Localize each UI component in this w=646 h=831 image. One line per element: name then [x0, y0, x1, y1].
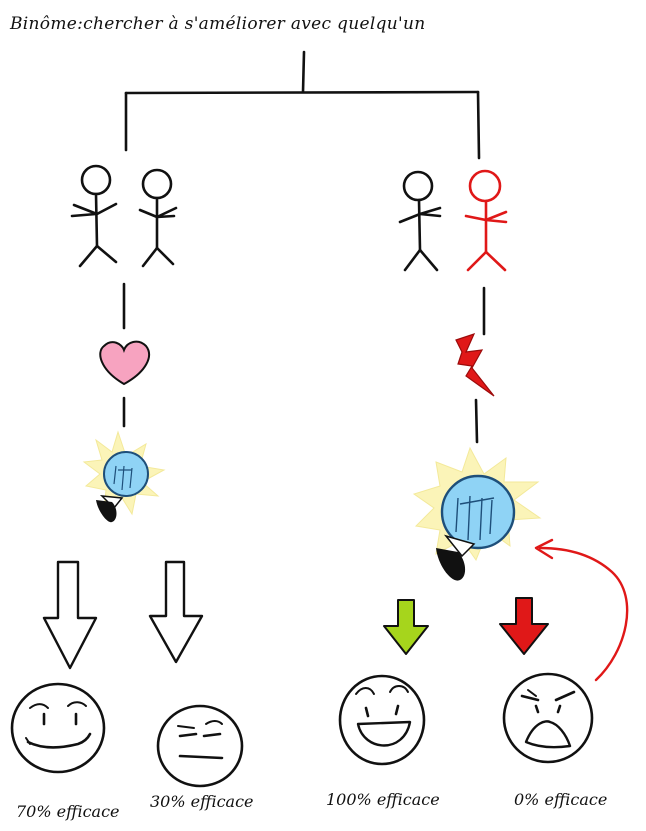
- outcome-label-30: 30% efficace: [150, 792, 254, 811]
- feedback-arrow: [534, 538, 629, 682]
- lightbulb-small-icon: [82, 430, 166, 523]
- stick-figure-right-1: [398, 170, 442, 272]
- outcome-label-70: 70% efficace: [16, 802, 120, 821]
- face-laughing: [338, 674, 426, 766]
- down-arrow-0: [499, 597, 549, 655]
- stick-figure-right-2-red: [464, 169, 508, 272]
- diagram-title: Binôme:chercher à s'améliorer avec quelq…: [10, 14, 426, 34]
- down-arrow-100: [383, 599, 429, 655]
- down-arrow-30: [148, 560, 204, 664]
- face-angry: [502, 672, 594, 764]
- heart-icon: [99, 340, 151, 386]
- outcome-label-0: 0% efficace: [514, 790, 608, 809]
- lightbulb-large-icon: [412, 446, 542, 581]
- stick-figure-left-1: [70, 164, 118, 268]
- face-smirk: [10, 682, 106, 774]
- lightning-icon: [455, 333, 495, 397]
- tree-connector: [124, 50, 481, 160]
- right-connectors: [474, 286, 486, 444]
- stick-figure-left-2: [138, 168, 178, 268]
- down-arrow-70: [42, 560, 98, 670]
- outcome-label-100: 100% efficace: [326, 790, 440, 809]
- face-neutral: [156, 704, 244, 788]
